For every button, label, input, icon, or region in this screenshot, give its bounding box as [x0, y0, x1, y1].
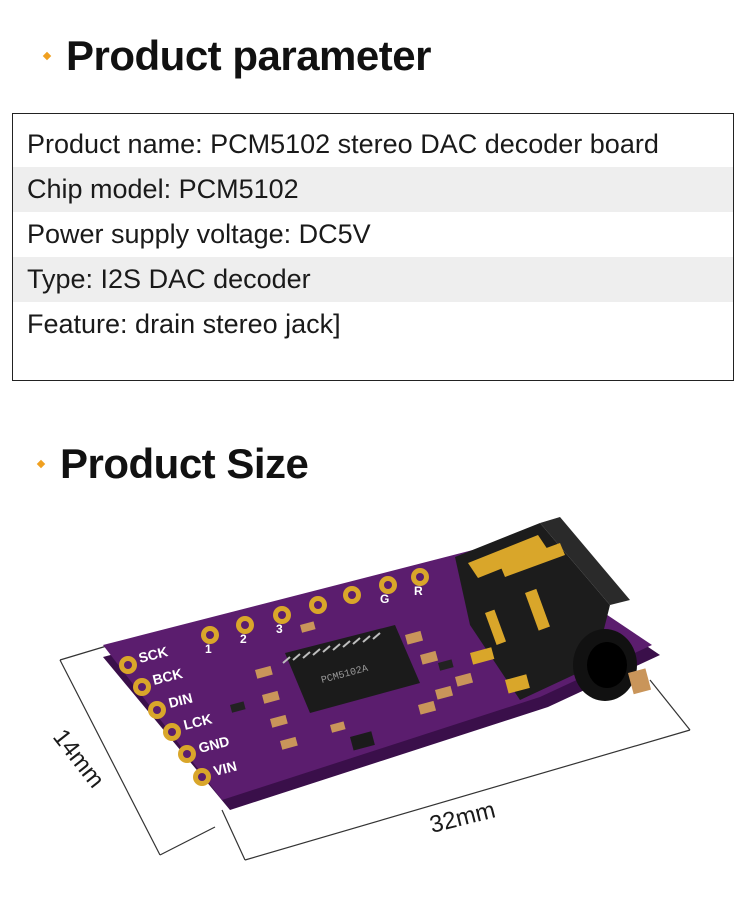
- pin-label-lck: LCK: [182, 710, 214, 732]
- param-row-voltage: Power supply voltage: DC5V: [27, 219, 371, 249]
- param-row-name: Product name: PCM5102 stereo DAC decoder…: [27, 129, 659, 159]
- top-label-1: 1: [205, 642, 212, 656]
- top-label-2: 2: [240, 632, 247, 646]
- pin-label-din: DIN: [167, 690, 194, 711]
- product-image: 14mm 32mm SCK BCK DIN: [0, 505, 750, 905]
- param-row-chip: Chip model: PCM5102: [13, 167, 733, 212]
- pin-label-vin: VIN: [212, 758, 239, 779]
- pin-label-sck: SCK: [137, 643, 170, 666]
- dac-board-illustration: 14mm 32mm SCK BCK DIN: [47, 517, 691, 861]
- pin-label-bck: BCK: [151, 665, 184, 688]
- param-row-feature: Feature: drain stereo jack]: [27, 309, 341, 339]
- pcm5102-chip: PCM5102A: [282, 625, 420, 713]
- parameter-title: Product parameter: [42, 32, 431, 80]
- top-label-g: G: [380, 592, 389, 606]
- parameter-table: Product name: PCM5102 stereo DAC decoder…: [12, 113, 734, 381]
- parameter-title-text: Product parameter: [66, 32, 431, 79]
- dimension-lines: [59, 644, 691, 861]
- diamond-bullet-icon: [42, 51, 52, 61]
- param-row-type: Type: I2S DAC decoder: [13, 257, 733, 302]
- width-dimension-label: 32mm: [427, 796, 498, 838]
- top-label-r: R: [414, 584, 423, 598]
- height-dimension-label: 14mm: [47, 724, 109, 793]
- top-label-3: 3: [276, 622, 283, 636]
- smd-components: [229, 621, 474, 751]
- size-title: Product Size: [36, 440, 309, 488]
- diamond-bullet-icon: [36, 459, 46, 469]
- pin-label-gnd: GND: [197, 733, 231, 756]
- size-title-text: Product Size: [60, 440, 309, 487]
- pin-pads: [119, 656, 211, 786]
- stereo-jack: [455, 517, 652, 701]
- top-pin-pads: [201, 568, 429, 644]
